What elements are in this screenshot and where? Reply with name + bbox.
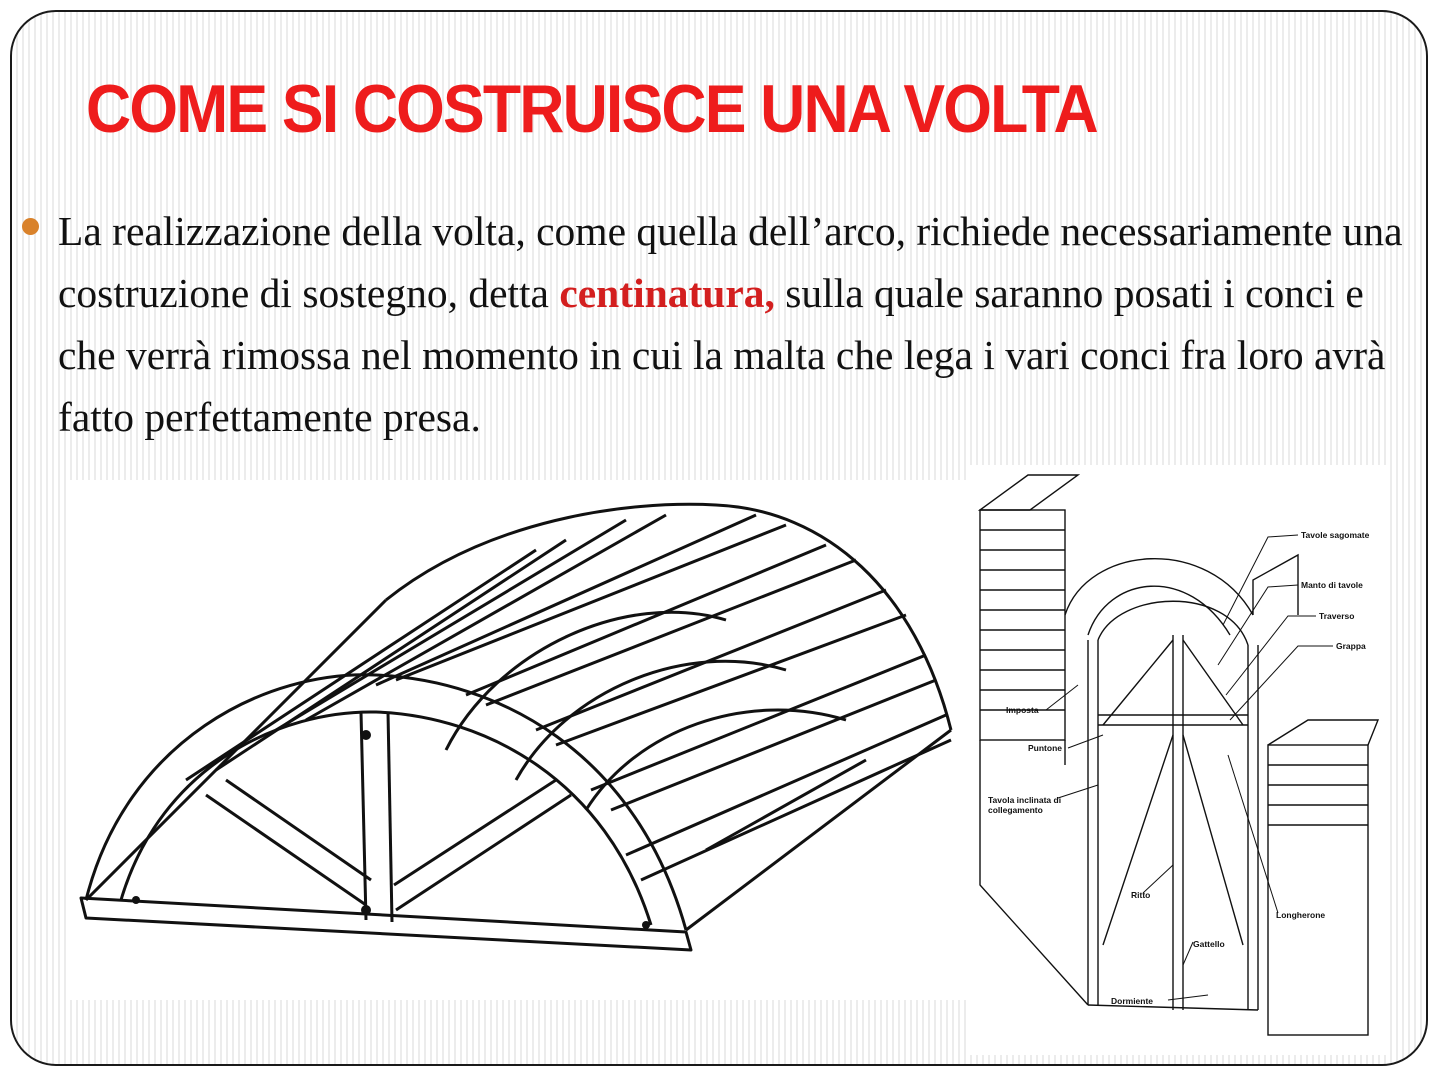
paragraph-text-after: sulla quale saranno posati i conci e che… — [58, 270, 1386, 440]
slide-title: COME SI COSTRUISCE UNA VOLTA — [86, 71, 1099, 147]
label-puntone: Puntone — [1028, 743, 1062, 753]
keyword-centinatura: centinatura, — [559, 270, 775, 316]
label-tavole-sagomate: Tavole sagomate — [1301, 530, 1370, 540]
centering-sketch-svg — [79, 502, 953, 952]
label-tavola-inclinata-1: Tavola inclinata di — [988, 795, 1061, 805]
bullet-icon — [22, 218, 39, 235]
label-imposta: Imposta — [1006, 705, 1039, 715]
label-tavola-inclinata-2: collegamento — [988, 805, 1043, 815]
label-grappa: Grappa — [1336, 641, 1366, 651]
label-manto-di-tavole: Manto di tavole — [1301, 580, 1363, 590]
label-longherone: Longherone — [1276, 910, 1325, 920]
label-traverso: Traverso — [1319, 611, 1354, 621]
label-dormiente: Dormiente — [1111, 996, 1153, 1006]
centering-sketch-illustration — [66, 480, 966, 1000]
body-paragraph: La realizzazione della volta, come quell… — [58, 200, 1408, 448]
labelled-centering-diagram: Tavole sagomate Manto di tavole Traverso… — [968, 465, 1388, 1055]
paragraph-text-before: La realizzazione della volta, come quell… — [58, 208, 1403, 316]
label-ritto: Ritto — [1131, 890, 1150, 900]
label-gattello: Gattello — [1193, 939, 1225, 949]
labelled-diagram-svg: Tavole sagomate Manto di tavole Traverso… — [977, 474, 1380, 1036]
